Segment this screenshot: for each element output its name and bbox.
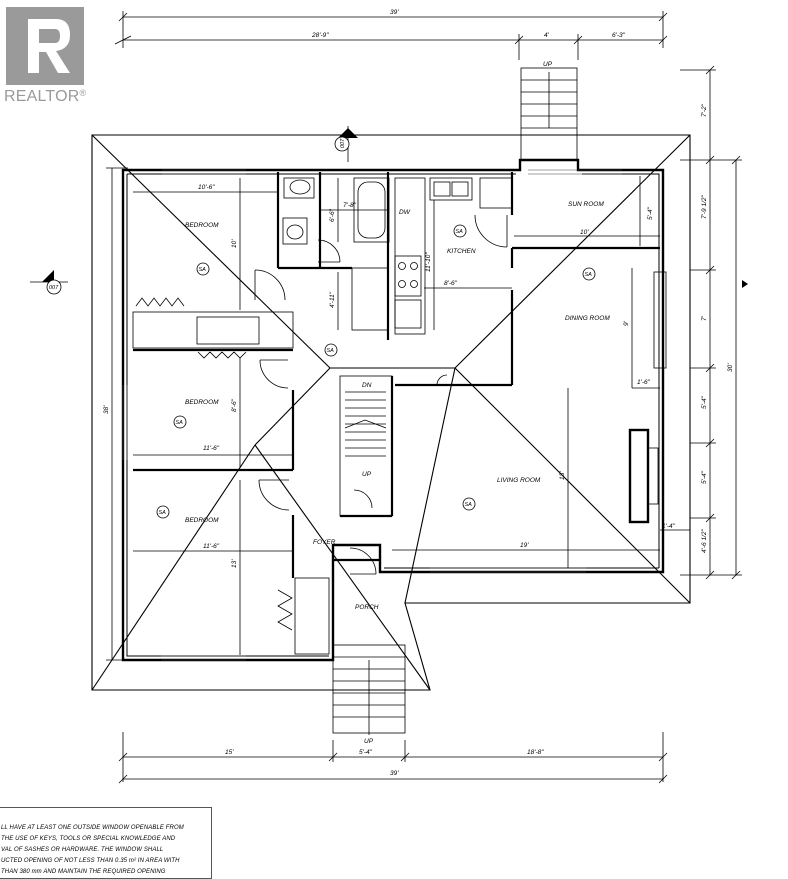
right-dimensions: 7'-2" 7'-9 1/2" 7' 5'-4" 5'-4" 4'-6 1/2"… (680, 65, 748, 580)
dim-bedroom2-width: 11'-6" (203, 445, 220, 452)
dim-bedroom3-width: 11'-6" (203, 543, 220, 550)
realtor-logo: REALTOR® (0, 0, 96, 112)
dim-kitchen-width: 8'-6" (444, 280, 458, 287)
dim-bath-width: 7'-8" (343, 202, 357, 209)
dim-right-3: 7' (701, 315, 708, 321)
room-label-foyer: FOYER (313, 539, 336, 546)
dim-right-overall: 30' (727, 363, 734, 372)
stair-up-top-label: UP (543, 61, 553, 68)
dim-top-right: 6'-3" (612, 32, 626, 39)
svg-text:SA: SA (159, 510, 167, 516)
section-mark-top: 007 (334, 126, 358, 162)
dim-top-left: 28'-9" (311, 32, 329, 39)
realtor-logo-mark (6, 7, 84, 85)
dim-bedroom1-width: 10'-6" (198, 184, 215, 191)
note-line: THE USE OF KEYS, TOOLS OR SPECIAL KNOWLE… (1, 836, 176, 842)
smoke-alarm-icon: SA (462, 497, 476, 511)
smoke-alarm-icon: SA (453, 224, 467, 238)
dim-closet-depth: 4'-11" (329, 291, 336, 308)
dim-right-2: 7'-9 1/2" (701, 195, 708, 219)
svg-text:SA: SA (456, 229, 464, 235)
left-dimensions: 38' (103, 167, 128, 661)
room-label-porch: PORCH (355, 604, 379, 611)
dim-left-overall: 38' (103, 405, 110, 414)
dim-bath-depth: 6'-6" (329, 208, 336, 222)
room-label-bedroom-2: BEDROOM (185, 399, 219, 406)
section-mark-top-label: 007 (340, 138, 346, 148)
room-labels: BEDROOM BEDROOM BEDROOM KITCHEN SUN ROOM… (185, 201, 610, 611)
bottom-exterior-stair: UP (332, 644, 406, 745)
dim-top-mid: 4' (544, 32, 550, 39)
dim-dining-depth: 9' (623, 320, 630, 326)
section-mark-left-label: 007 (49, 285, 59, 291)
room-label-dining: DINING ROOM (565, 315, 610, 322)
windows (122, 169, 622, 661)
dim-kitchen-depth: 11'-10" (425, 252, 432, 272)
smoke-alarm-icon: SA (173, 415, 187, 429)
svg-text:SA: SA (327, 348, 335, 354)
dim-right-6: 4'-6 1/2" (701, 529, 708, 553)
svg-text:SA: SA (199, 267, 207, 273)
top-dimensions: 39' 28'-9" 4' 6'-3" (114, 9, 668, 60)
top-exterior-stair: UP (520, 61, 578, 161)
svg-text:SA: SA (585, 272, 593, 278)
door-swings (254, 214, 508, 575)
dim-sunroom-depth: 5'-4" (647, 206, 654, 220)
dim-top-overall: 39' (390, 9, 399, 16)
stair-up-bottom-label: UP (364, 738, 374, 745)
dim-living-width: 19' (520, 542, 529, 549)
dim-bottom-mid: 5'-4" (359, 749, 373, 756)
dim-right-1: 7'-2" (701, 103, 708, 117)
section-mark-left: 007 (30, 270, 68, 295)
dim-bottom-left: 15' (225, 749, 234, 756)
dim-living-depth: 13' (559, 471, 566, 480)
realtor-logo-text: REALTOR® (4, 88, 87, 105)
room-label-bedroom-1: BEDROOM (185, 222, 219, 229)
smoke-alarm-icon: SA (196, 262, 210, 276)
dim-bedroom2-depth: 8'-6" (231, 398, 238, 412)
dim-dining-offset: 1'-6" (637, 379, 651, 386)
svg-text:SA: SA (465, 502, 473, 508)
interior-walls (132, 172, 667, 655)
smoke-alarm-icon: SA (324, 343, 338, 357)
smoke-alarm-icon: SA (156, 505, 170, 519)
room-label-kitchen: KITCHEN (447, 248, 476, 255)
room-label-sunroom: SUN ROOM (568, 201, 604, 208)
smoke-alarms: SA SA SA SA SA SA SA (156, 224, 596, 519)
room-label-bedroom-3: BEDROOM (185, 517, 219, 524)
room-label-living: LIVING ROOM (497, 477, 541, 484)
dim-bottom-right: 18'-8" (527, 749, 544, 756)
stair-dn-label: DN (362, 382, 372, 389)
dim-right-5: 5'-4" (701, 470, 708, 484)
dim-sunroom-width: 10' (580, 229, 589, 236)
svg-text:SA: SA (176, 420, 184, 426)
stair-up-inner-label: UP (362, 471, 372, 478)
dim-right-4: 5'-4" (701, 395, 708, 409)
egress-note-box: LL HAVE AT LEAST ONE OUTSIDE WINDOW OPEN… (0, 807, 212, 879)
dim-fireplace-offset: 1'-4" (662, 523, 676, 530)
note-line: VAL OF SASHES OR HARDWARE. THE WINDOW SH… (1, 847, 164, 853)
dishwasher-label: DW (399, 209, 411, 216)
interior-dimensions: 10'-6" 10' 7'-8" 6'-6" 4'-11" 11'-10" 8'… (133, 176, 690, 655)
dim-bottom-overall: 39' (390, 770, 399, 777)
note-line: LL HAVE AT LEAST ONE OUTSIDE WINDOW OPEN… (1, 825, 184, 831)
dim-bedroom3-depth: 13' (231, 559, 238, 568)
smoke-alarm-icon: SA (582, 267, 596, 281)
north-arrow-icon (742, 280, 748, 288)
note-line: UCTED OPENING OF NOT LESS THAN 0.35 m² I… (1, 858, 180, 864)
bottom-dimensions: 15' 5'-4" 18'-8" 39' (118, 732, 668, 784)
dim-bedroom1-depth: 10' (231, 239, 238, 248)
